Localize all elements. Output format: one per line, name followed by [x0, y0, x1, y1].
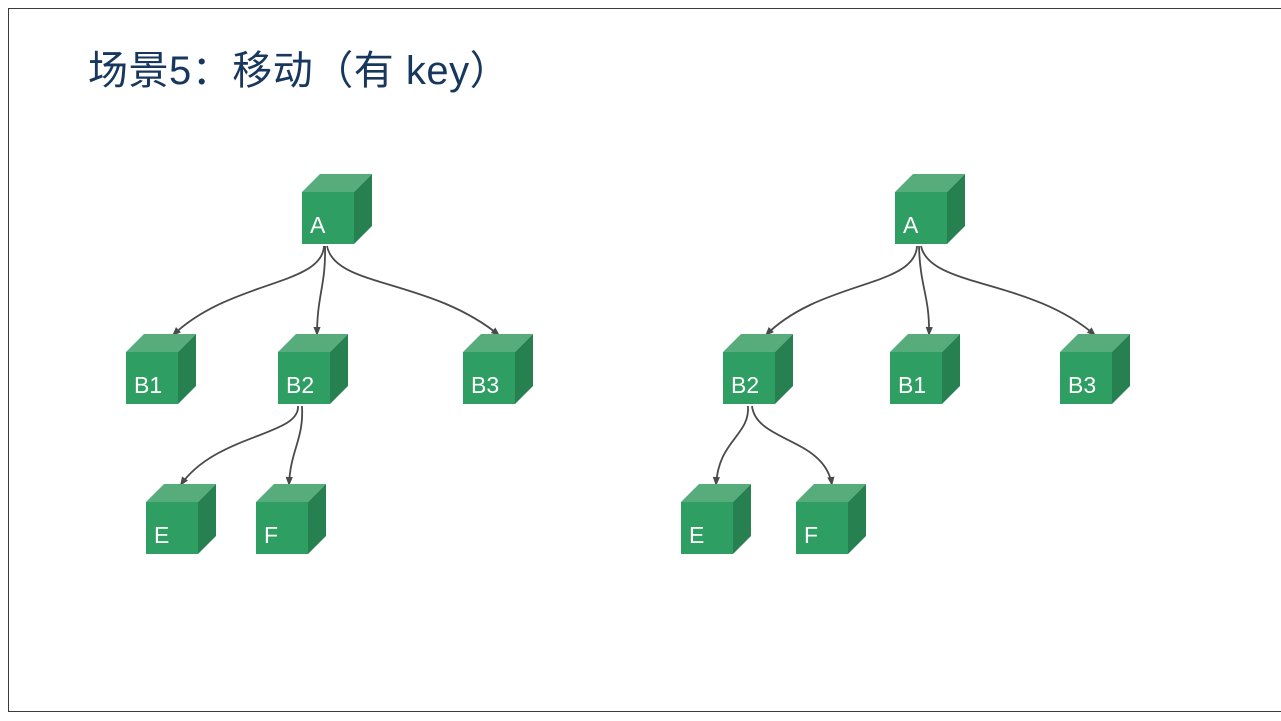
- tree-edge-b2-to-e: [712, 405, 749, 487]
- edge-line: [715, 405, 749, 487]
- after-tree: A B2 B1 B3E F: [681, 174, 1130, 554]
- cube-side-face: [198, 484, 216, 554]
- node-label: E: [689, 522, 704, 548]
- edge-line: [920, 245, 1097, 337]
- cube-top-face: [256, 484, 326, 502]
- edge-line: [171, 245, 325, 337]
- tree-edge-a-to-b1: [918, 245, 933, 337]
- edge-line: [764, 245, 918, 337]
- tree-node-b1[interactable]: B1: [890, 334, 960, 404]
- tree-edge-b2-to-f: [751, 405, 835, 487]
- arrow-head-icon: [490, 327, 500, 336]
- cube-top-face: [723, 334, 793, 352]
- arrow-head-icon: [712, 476, 720, 486]
- tree-node-f[interactable]: F: [796, 484, 866, 554]
- tree-edge-a-to-b2: [764, 245, 918, 337]
- node-label: B3: [471, 372, 499, 398]
- tree-node-b1[interactable]: B1: [126, 334, 196, 404]
- edge-line: [918, 245, 930, 337]
- cube-side-face: [308, 484, 326, 554]
- edge-line: [288, 405, 304, 487]
- arrow-head-icon: [827, 476, 835, 486]
- node-label: E: [154, 522, 169, 548]
- tree-node-e[interactable]: E: [146, 484, 216, 554]
- tree-edge-a-to-b2: [313, 245, 326, 337]
- cube-side-face: [330, 334, 348, 404]
- cube-top-face: [463, 334, 533, 352]
- cube-side-face: [354, 174, 372, 244]
- cube-front-face: [302, 192, 354, 244]
- tree-node-b3[interactable]: B3: [1060, 334, 1130, 404]
- node-label: F: [804, 522, 818, 548]
- node-label: F: [264, 522, 278, 548]
- tree-node-a[interactable]: A: [302, 174, 372, 244]
- cube-top-face: [126, 334, 196, 352]
- edge-line: [751, 405, 833, 487]
- cube-front-face: [681, 502, 733, 554]
- arrow-head-icon: [180, 476, 189, 486]
- cube-top-face: [681, 484, 751, 502]
- cube-side-face: [947, 174, 965, 244]
- arrow-head-icon: [925, 326, 933, 336]
- cube-front-face: [895, 192, 947, 244]
- arrow-head-icon: [285, 476, 293, 486]
- cube-top-face: [890, 334, 960, 352]
- node-label: A: [310, 212, 326, 238]
- cube-front-face: [890, 352, 942, 404]
- edge-line: [179, 405, 299, 487]
- node-label: B1: [898, 372, 926, 398]
- tree-node-f[interactable]: F: [256, 484, 326, 554]
- tree-node-b3[interactable]: B3: [463, 334, 533, 404]
- tree-edge-a-to-b1: [171, 245, 325, 337]
- before-tree: A B1 B2 B3E F: [126, 174, 533, 554]
- tree-edge-b2-to-f: [285, 405, 304, 487]
- cube-front-face: [1060, 352, 1112, 404]
- cube-top-face: [895, 174, 965, 192]
- tree-edge-b2-to-e: [179, 405, 299, 487]
- cube-side-face: [942, 334, 960, 404]
- arrow-head-icon: [313, 327, 321, 336]
- cube-front-face: [256, 502, 308, 554]
- cube-front-face: [278, 352, 330, 404]
- cube-side-face: [515, 334, 533, 404]
- cube-side-face: [733, 484, 751, 554]
- cube-side-face: [178, 334, 196, 404]
- arrow-head-icon: [172, 327, 181, 336]
- cube-front-face: [146, 502, 198, 554]
- cube-top-face: [1060, 334, 1130, 352]
- tree-edge-a-to-b3: [326, 245, 501, 337]
- arrow-head-icon: [1086, 327, 1096, 336]
- tree-edge-a-to-b3: [920, 245, 1097, 337]
- tree-node-e[interactable]: E: [681, 484, 751, 554]
- cube-top-face: [302, 174, 372, 192]
- cube-top-face: [146, 484, 216, 502]
- cube-side-face: [1112, 334, 1130, 404]
- tree-node-b2[interactable]: B2: [278, 334, 348, 404]
- cube-front-face: [126, 352, 178, 404]
- node-label: B3: [1068, 372, 1096, 398]
- tree-node-b2[interactable]: B2: [723, 334, 793, 404]
- tree-node-a[interactable]: A: [895, 174, 965, 244]
- cube-front-face: [463, 352, 515, 404]
- cube-side-face: [848, 484, 866, 554]
- cube-top-face: [796, 484, 866, 502]
- node-label: B1: [134, 372, 162, 398]
- edge-line: [316, 245, 326, 337]
- page-title: 场景5：移动（有 key）: [88, 49, 511, 93]
- node-label: B2: [731, 372, 759, 398]
- edge-line: [326, 245, 501, 337]
- node-label: B2: [286, 372, 314, 398]
- cube-front-face: [796, 502, 848, 554]
- cube-front-face: [723, 352, 775, 404]
- arrow-head-icon: [765, 327, 774, 336]
- node-label: A: [903, 212, 919, 238]
- cube-side-face: [775, 334, 793, 404]
- cube-top-face: [278, 334, 348, 352]
